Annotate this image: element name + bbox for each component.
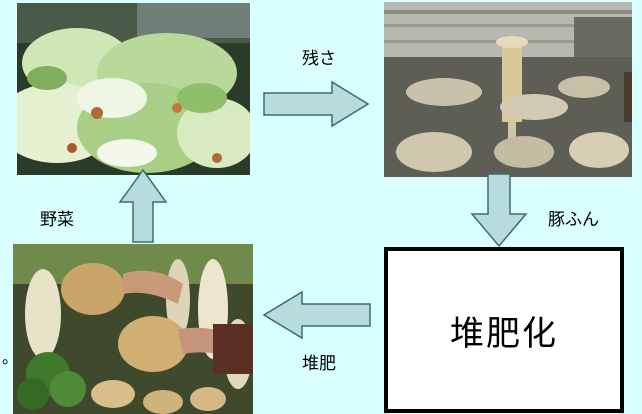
arrow-left-icon [262,290,372,340]
label-taihi: 堆肥 [302,354,336,374]
compost-process-label: 堆肥化 [450,313,558,354]
vegetable-scraps-photo [17,3,250,175]
harvested-vegetables-photo [13,244,253,414]
label-yasai: 野菜 [40,210,74,230]
compost-process-box: 堆肥化 [384,247,624,413]
arrow-up-icon [118,168,168,244]
label-tonfun: 豚ふん [548,210,599,230]
arrow-down-icon [470,172,528,248]
arrow-right-icon [262,80,370,128]
stray-period-mark: 。 [2,348,19,367]
label-zansa: 残さ [302,49,336,69]
pig-barn-photo [384,2,632,177]
